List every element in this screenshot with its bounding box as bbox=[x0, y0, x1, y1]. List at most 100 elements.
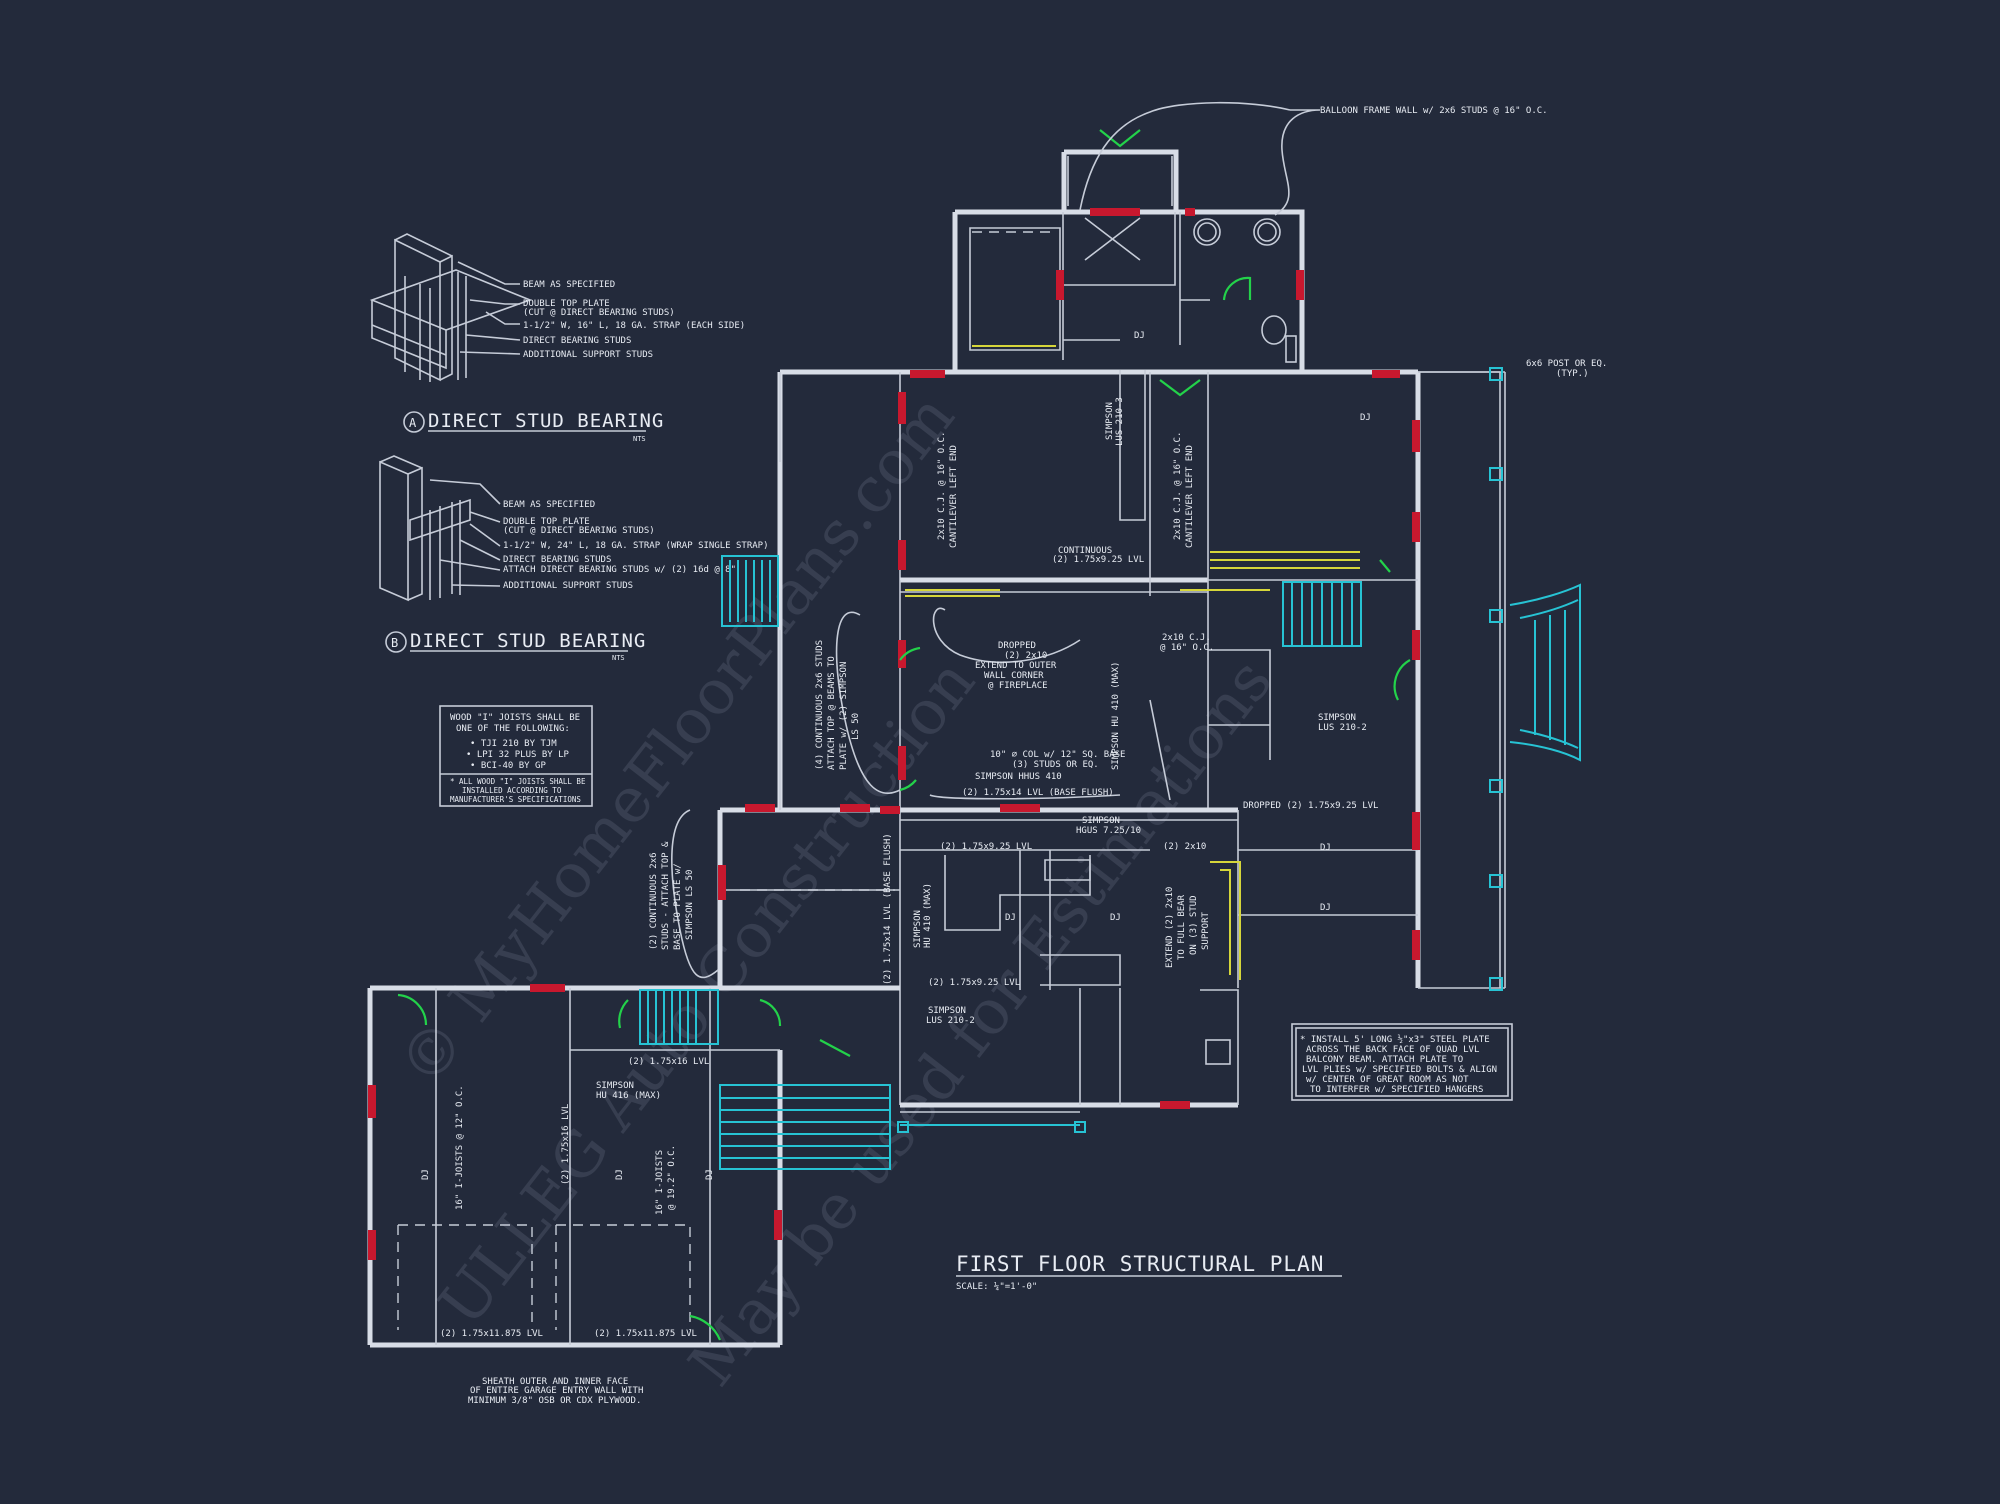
joist-note-line-5: • BCI-40 BY GP bbox=[470, 761, 546, 771]
detail-b-marker-label: B bbox=[391, 636, 398, 650]
callout-text: BALLOON FRAME WALL w/ 2x6 STUDS @ 16" O.… bbox=[421, 106, 1607, 1406]
callout-col-2: (3) STUDS OR EQ. bbox=[1012, 760, 1099, 770]
callout-cont-lower-1: (2) CONTINUOUS 2x6 bbox=[649, 852, 659, 950]
stairs bbox=[639, 367, 1581, 1170]
detail-b: BEAM AS SPECIFIED DOUBLE TOP PLATE (CUT … bbox=[379, 455, 769, 662]
callout-lvl-1475: (2) 1.75x14 LVL (BASE FLUSH) bbox=[883, 833, 893, 985]
detail-a-marker bbox=[403, 411, 425, 433]
callout-dropped-fp-1: DROPPED bbox=[998, 641, 1036, 651]
callout-hhus: SIMPSON HHUS 410 bbox=[975, 772, 1062, 782]
callout-lus210-2-2: LUS 210-2 bbox=[926, 1016, 975, 1026]
callout-hgus-2: HGUS 7.25/10 bbox=[1076, 826, 1141, 836]
dj-label-7: DJ bbox=[1134, 331, 1145, 341]
dj-label-1: DJ bbox=[421, 1169, 431, 1180]
callout-post-2: (TYP.) bbox=[1556, 369, 1589, 379]
callout-lvl-garage-v: (2) 1.75x16 LVL bbox=[561, 1104, 571, 1185]
detail-a-note-4: 1-1/2" W, 16" L, 18 GA. STRAP (EACH SIDE… bbox=[523, 321, 745, 331]
steel-note-6: TO INTERFER w/ SPECIFIED HANGERS bbox=[1310, 1085, 1483, 1095]
steel-note-2: ACROSS THE BACK FACE OF QUAD LVL bbox=[1306, 1045, 1479, 1055]
callout-dropped-fp-3: EXTEND TO OUTER bbox=[975, 661, 1057, 671]
callout-extend-3: ON (3) STUD bbox=[1189, 895, 1199, 955]
callout-balloon: BALLOON FRAME WALL w/ 2x6 STUDS @ 16" O.… bbox=[1320, 106, 1548, 116]
detail-a-note-1: BEAM AS SPECIFIED bbox=[523, 280, 615, 290]
callout-cont-left-3: PLATE w/ (2) SIMPSON bbox=[839, 662, 849, 770]
joist-note-footer-1: * ALL WOOD "I" JOISTS SHALL BE bbox=[450, 777, 586, 786]
plan-title-block: FIRST FLOOR STRUCTURAL PLAN SCALE: ¼"=1'… bbox=[956, 1252, 1342, 1292]
dj-label-6: DJ bbox=[1360, 413, 1371, 423]
dj-label-5: DJ bbox=[1320, 903, 1331, 913]
steel-note-1: * INSTALL 5' LONG ½"x3" STEEL PLATE bbox=[1300, 1034, 1490, 1045]
callout-cont-left-2: ATTACH TOP @ BEAMS TO bbox=[827, 656, 837, 770]
callout-hu410-1: SIMPSON bbox=[913, 910, 923, 948]
callout-garage-sheath-1: SHEATH OUTER AND INNER FACE bbox=[482, 1377, 628, 1387]
callout-cj-left-2: CANTILEVER LEFT END bbox=[949, 445, 959, 548]
joist-note-line-3: • TJI 210 BY TJM bbox=[470, 739, 557, 749]
joist-note-box: WOOD "I" JOISTS SHALL BE ONE OF THE FOLL… bbox=[439, 705, 593, 807]
detail-b-note-4: 1-1/2" W, 24" L, 18 GA. STRAP (WRAP SING… bbox=[503, 541, 769, 551]
callout-cj-right-1: 2x10 C.J. bbox=[1162, 633, 1211, 643]
callout-lvl-925a: (2) 1.75x9.25 LVL bbox=[940, 842, 1032, 852]
detail-b-marker bbox=[385, 631, 407, 653]
callout-extend-2: TO FULL BEAR bbox=[1177, 894, 1187, 960]
callout-twox10: (2) 2x10 bbox=[1163, 842, 1206, 852]
callout-cj-right-2: @ 16" O.C. bbox=[1160, 643, 1214, 653]
dj-label-3: DJ bbox=[705, 1169, 715, 1180]
detail-b-note-7: ADDITIONAL SUPPORT STUDS bbox=[503, 581, 633, 591]
joist-note-line-1: WOOD "I" JOISTS SHALL BE bbox=[450, 713, 580, 723]
callout-col-1: 10" ∅ COL w/ 12" SQ. BASE bbox=[990, 750, 1125, 760]
callout-cont-left-4: LS 50 bbox=[851, 713, 861, 740]
detail-b-sketch bbox=[379, 455, 471, 602]
joist-note-footer-2: INSTALLED ACCORDING TO bbox=[462, 786, 562, 795]
steel-note-3: BALCONY BEAM. ATTACH PLATE TO bbox=[1306, 1055, 1463, 1065]
callout-leaders bbox=[671, 101, 1321, 979]
callout-ijoist-b-1: 16" I-JOISTS bbox=[655, 1150, 665, 1215]
detail-a-note-6: ADDITIONAL SUPPORT STUDS bbox=[523, 350, 653, 360]
callout-lus210-2-1: SIMPSON bbox=[928, 1006, 966, 1016]
detail-b-note-5: DIRECT BEARING STUDS bbox=[503, 555, 611, 565]
callout-garage-hu-1: SIMPSON bbox=[596, 1081, 634, 1091]
callout-dropped-fp-2: (2) 2x10 bbox=[1004, 651, 1047, 661]
detail-a-note-3: (CUT @ DIRECT BEARING STUDS) bbox=[523, 308, 675, 318]
door-swings bbox=[397, 129, 1411, 1341]
callout-garage-hu-2: HU 416 (MAX) bbox=[596, 1091, 661, 1101]
callout-hu410max: SIMPSON HU 410 (MAX) bbox=[1111, 662, 1121, 770]
detail-b-note-1: BEAM AS SPECIFIED bbox=[503, 500, 595, 510]
dj-label-9: DJ bbox=[1110, 913, 1121, 923]
callout-lus210-2b-2: LUS 210-2 bbox=[1318, 723, 1367, 733]
dj-label-2: DJ bbox=[615, 1169, 625, 1180]
detail-a-sketch bbox=[369, 233, 533, 382]
callout-garage-lvl-c: (2) 1.75x16 LVL bbox=[628, 1057, 709, 1067]
detail-b-leaders bbox=[429, 479, 501, 587]
dj-label-4: DJ bbox=[1320, 843, 1331, 853]
callout-lus-1: SIMPSON bbox=[1105, 402, 1115, 440]
callout-extend-4: SUPPORT bbox=[1201, 911, 1211, 950]
detail-b-note-6: ATTACH DIRECT BEARING STUDS w/ (2) 16d @… bbox=[503, 565, 736, 575]
callout-cont-lower-2: STUDS - ATTACH TOP & bbox=[661, 841, 671, 950]
callout-cont-lower-4: SIMPSON LS 50 bbox=[685, 870, 695, 940]
detail-a-marker-label: A bbox=[409, 416, 417, 430]
plan-scale: SCALE: ¼"=1'-0" bbox=[956, 1282, 1037, 1292]
callout-cj-mid-2: CANTILEVER LEFT END bbox=[1185, 445, 1195, 548]
callout-ijoist-b-2: @ 19.2" O.C. bbox=[667, 1145, 677, 1210]
plan-title: FIRST FLOOR STRUCTURAL PLAN bbox=[956, 1252, 1324, 1276]
callout-dropped-fp-5: @ FIREPLACE bbox=[988, 681, 1048, 691]
callout-dropped-fp-4: WALL CORNER bbox=[984, 671, 1044, 681]
callout-post-1: 6x6 POST OR EQ. bbox=[1526, 359, 1607, 369]
callout-continuous-2: (2) 1.75x9.25 LVL bbox=[1052, 555, 1144, 565]
callout-garage-sheath-2: OF ENTIRE GARAGE ENTRY WALL WITH bbox=[470, 1386, 643, 1396]
detail-a-note-2: DOUBLE TOP PLATE bbox=[523, 299, 610, 309]
detail-a-title: DIRECT STUD BEARING bbox=[428, 410, 664, 432]
callout-hu410-2: HU 410 (MAX) bbox=[923, 883, 933, 948]
detail-b-title: DIRECT STUD BEARING bbox=[410, 630, 646, 652]
callout-lus210-2b-1: SIMPSON bbox=[1318, 713, 1356, 723]
callout-dropped-right: DROPPED (2) 1.75x9.25 LVL bbox=[1243, 801, 1378, 811]
callout-lvl-base: (2) 1.75x14 LVL (BASE FLUSH) bbox=[962, 788, 1114, 798]
callout-lus-2: LUS 210-3 bbox=[1115, 397, 1125, 446]
dj-label-8: DJ bbox=[1005, 913, 1016, 923]
steel-note-4: LVL PLIES w/ SPECIFIED BOLTS & ALIGN bbox=[1302, 1065, 1497, 1075]
joist-note-line-2: ONE OF THE FOLLOWING: bbox=[456, 724, 570, 734]
detail-b-note-2: DOUBLE TOP PLATE bbox=[503, 517, 590, 527]
callout-cj-mid-1: 2x10 C.J. @ 16" O.C. bbox=[1173, 432, 1183, 540]
detail-b-note-3: (CUT @ DIRECT BEARING STUDS) bbox=[503, 526, 655, 536]
